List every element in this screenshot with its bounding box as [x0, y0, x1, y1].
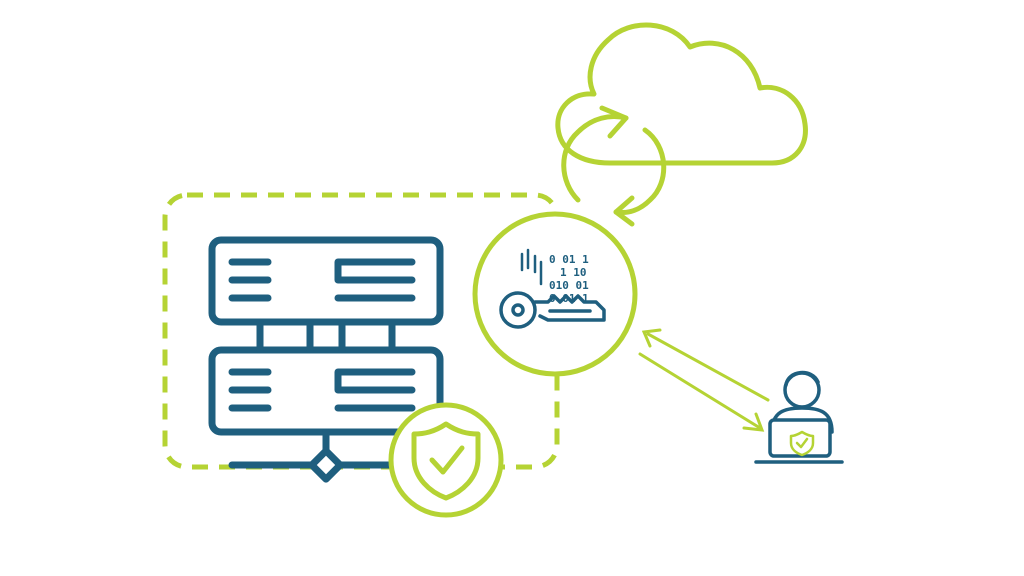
sync-arrows-icon — [561, 105, 667, 227]
binary-row-1: 0 01 1 — [549, 253, 589, 266]
data-stream-lines — [520, 248, 543, 286]
server-rack-icon — [208, 236, 444, 483]
bidirectional-arrows — [638, 328, 770, 432]
binary-row-2: 1 10 — [560, 266, 587, 279]
binary-row-3: 010 01 — [549, 279, 589, 292]
cloud-icon — [555, 22, 808, 166]
user-laptop-icon — [754, 370, 844, 464]
encryption-key-icon — [499, 291, 606, 329]
encryption-key-node: 0 01 1 1 10 010 01 0 01 1 — [472, 211, 638, 377]
shield-check-icon — [388, 402, 504, 518]
